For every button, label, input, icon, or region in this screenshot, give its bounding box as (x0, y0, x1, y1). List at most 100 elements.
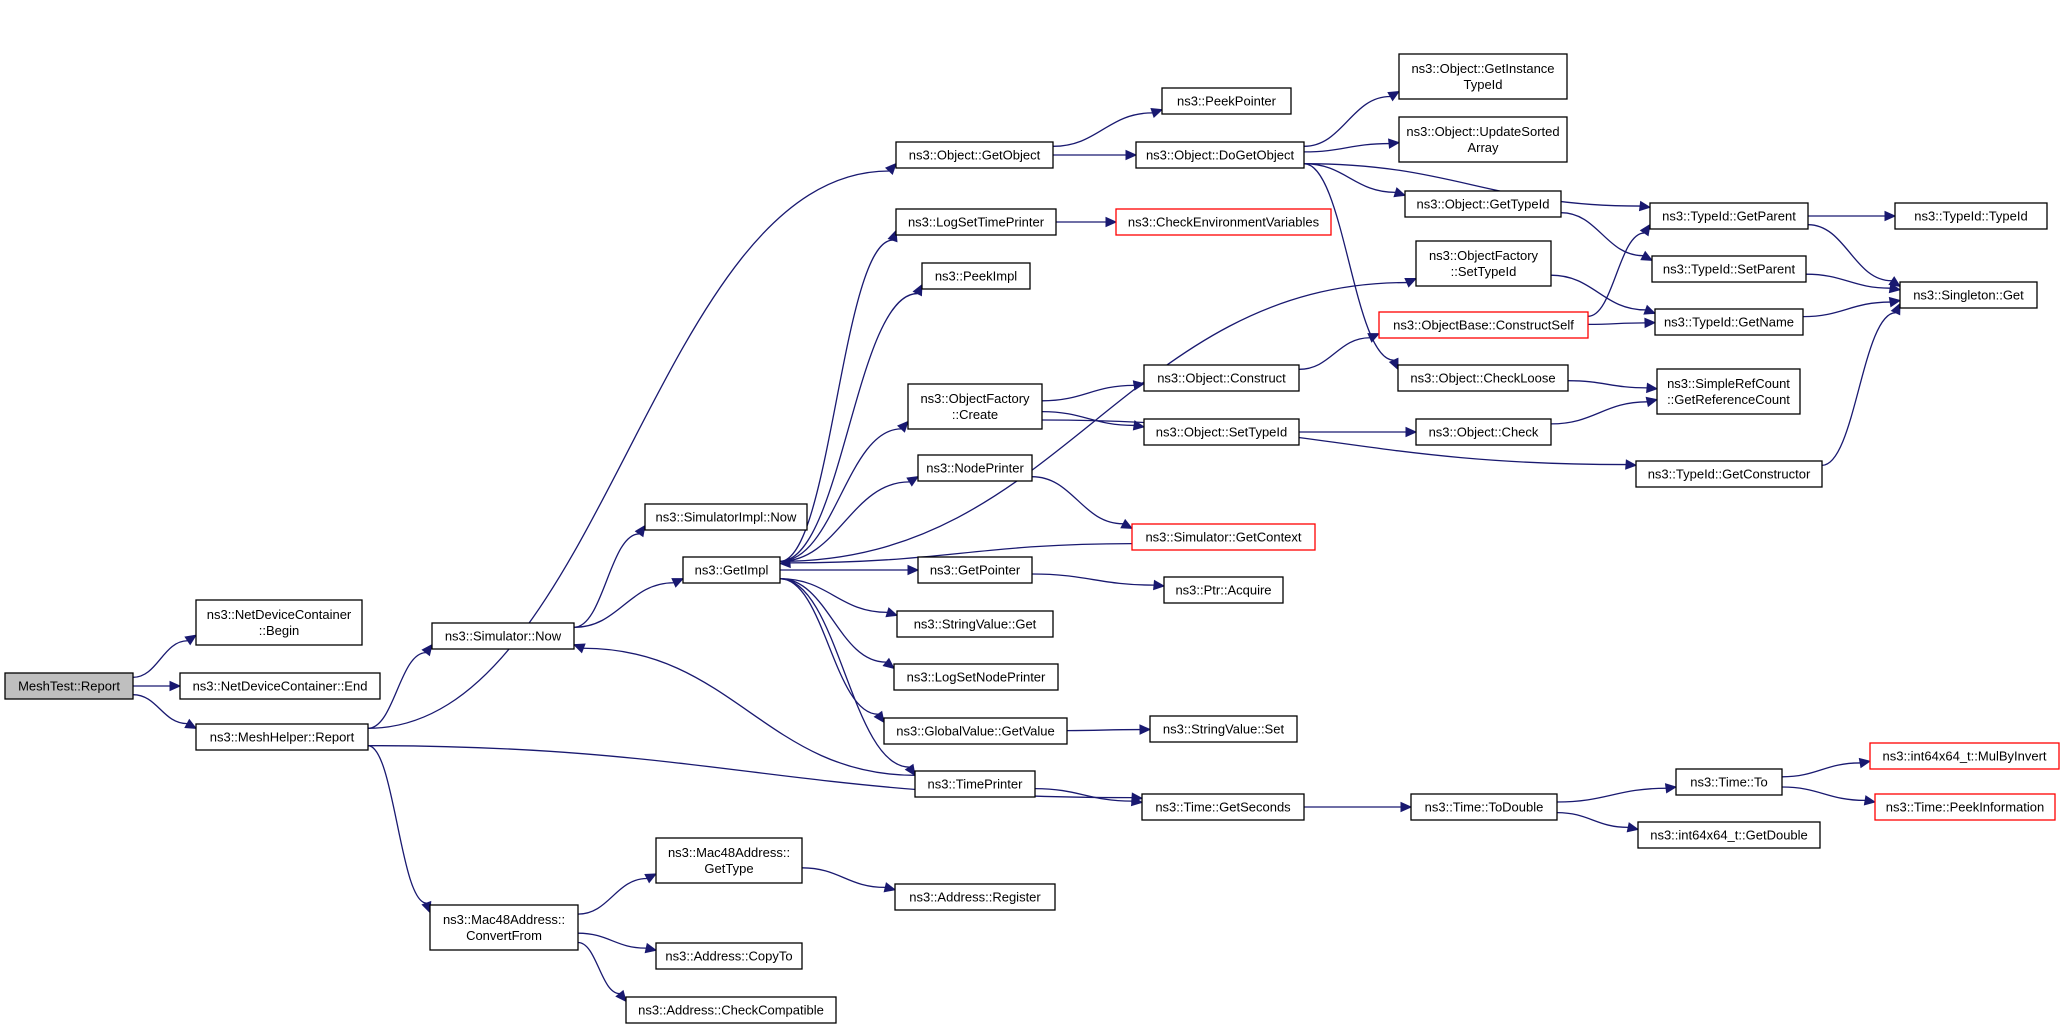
node-tid-typeid[interactable]: ns3::TypeId::TypeId (1894, 202, 2048, 230)
node-get-object[interactable]: ns3::Object::GetObject (895, 141, 1054, 169)
node-log-set-time[interactable]: ns3::LogSetTimePrinter (895, 208, 1057, 236)
edge-line (367, 745, 427, 904)
edge-line (577, 941, 620, 995)
node-label: ns3::Address::Register (909, 890, 1041, 905)
node-addr-register[interactable]: ns3::Address::Register (894, 883, 1056, 911)
node-ptr-acquire[interactable]: ns3::Ptr::Acquire (1163, 576, 1284, 604)
node-i64-mulbyinvert[interactable]: ns3::int64x64_t::MulByInvert (1869, 742, 2060, 770)
node-peek-impl[interactable]: ns3::PeekImpl (921, 262, 1031, 290)
node-mesh-report[interactable]: ns3::MeshHelper::Report (195, 723, 369, 751)
node-src-getrefcount[interactable]: ns3::SimpleRefCount::GetReferenceCount (1656, 368, 1801, 415)
node-label: ns3::GetImpl (695, 563, 769, 578)
node-mac-convert[interactable]: ns3::Mac48Address::ConvertFrom (429, 904, 579, 951)
node-time-peekinfo[interactable]: ns3::Time::PeekInformation (1874, 793, 2056, 821)
node-i64-getdouble[interactable]: ns3::int64x64_t::GetDouble (1637, 821, 1821, 849)
node-tid-setparent[interactable]: ns3::TypeId::SetParent (1651, 255, 1807, 283)
edge-arrowhead (1367, 333, 1381, 343)
node-ndc-begin[interactable]: ns3::NetDeviceContainer::Begin (195, 599, 363, 646)
edge-time-printer-to-sim-now (572, 643, 916, 776)
node-box (1415, 240, 1552, 287)
node-peek-pointer[interactable]: ns3::PeekPointer (1161, 87, 1292, 115)
node-label: ns3::SimulatorImpl::Now (656, 510, 797, 525)
node-time-getseconds[interactable]: ns3::Time::GetSeconds (1141, 793, 1305, 821)
node-mac-gettype[interactable]: ns3::Mac48Address::GetType (655, 837, 803, 884)
node-obj-gettypeid[interactable]: ns3::Object::GetTypeId (1404, 190, 1562, 218)
node-box (1135, 141, 1305, 169)
edge-arrowhead (1153, 579, 1166, 591)
node-obj-check[interactable]: ns3::Object::Check (1415, 418, 1552, 446)
node-time-printer[interactable]: ns3::TimePrinter (914, 770, 1036, 798)
edge-line (1807, 224, 1892, 282)
edge-root-to-ndc-begin (132, 634, 198, 678)
node-box (1398, 53, 1568, 100)
edge-line (1052, 112, 1153, 147)
edge-mesh-report-to-get-object (367, 162, 897, 729)
edge-mac-gettype-to-addr-register (801, 867, 897, 893)
node-root[interactable]: MeshTest::Report (4, 672, 134, 700)
node-label: TypeId (1463, 77, 1502, 92)
node-tid-getconstructor[interactable]: ns3::TypeId::GetConstructor (1635, 460, 1823, 488)
node-label: ns3::Mac48Address:: (668, 845, 790, 860)
node-box (429, 904, 579, 951)
edge-do-get-object-to-obj-gettypeid (1303, 163, 1407, 198)
node-do-get-object[interactable]: ns3::Object::DoGetObject (1135, 141, 1305, 169)
node-of-settypeid[interactable]: ns3::ObjectFactory::SetTypeId (1415, 240, 1552, 287)
edge-get-impl-to-node-printer (779, 476, 920, 562)
node-singleton-get[interactable]: ns3::Singleton::Get (1899, 281, 2038, 309)
node-addr-checkcompat[interactable]: ns3::Address::CheckCompatible (625, 996, 837, 1024)
node-time-to[interactable]: ns3::Time::To (1675, 768, 1783, 796)
node-node-printer[interactable]: ns3::NodePrinter (917, 454, 1033, 482)
node-log-set-node[interactable]: ns3::LogSetNodePrinter (893, 663, 1059, 691)
node-box (1654, 308, 1804, 336)
node-simimpl-now[interactable]: ns3::SimulatorImpl::Now (644, 503, 808, 531)
node-box (1675, 768, 1783, 796)
node-obj-construct[interactable]: ns3::Object::Construct (1143, 364, 1300, 392)
edge-arrowhead (644, 942, 658, 954)
node-time-todouble[interactable]: ns3::Time::ToDouble (1410, 793, 1558, 821)
node-of-create[interactable]: ns3::ObjectFactory::Create (907, 383, 1043, 430)
node-tid-getparent[interactable]: ns3::TypeId::GetParent (1649, 202, 1809, 230)
node-box (914, 770, 1036, 798)
edge-line (1802, 301, 1891, 318)
node-sim-getcontext[interactable]: ns3::Simulator::GetContext (1131, 523, 1316, 551)
node-tid-getname[interactable]: ns3::TypeId::GetName (1654, 308, 1804, 336)
edge-arrowhead (169, 680, 182, 692)
edge-line (1303, 163, 1641, 207)
node-label: ns3::TypeId::TypeId (1914, 209, 2027, 224)
node-addr-copyto[interactable]: ns3::Address::CopyTo (655, 942, 803, 970)
edge-obj-construct-to-ob-constructself (1298, 333, 1381, 370)
node-box (895, 208, 1057, 236)
node-ndc-end[interactable]: ns3::NetDeviceContainer::End (179, 672, 381, 700)
node-get-impl[interactable]: ns3::GetImpl (682, 556, 781, 584)
edge-get-pointer-to-ptr-acquire (1031, 573, 1166, 591)
node-sv-set[interactable]: ns3::StringValue::Set (1149, 715, 1298, 743)
edge-line (1031, 476, 1124, 525)
node-gv-getvalue[interactable]: ns3::GlobalValue::GetValue (883, 717, 1068, 745)
edge-get-impl-to-get-pointer (780, 564, 920, 576)
edge-arrowhead (897, 420, 909, 433)
node-sim-now[interactable]: ns3::Simulator::Now (431, 622, 575, 650)
edge-arrowhead (184, 634, 198, 646)
node-box (4, 672, 134, 700)
node-label: ns3::NetDeviceContainer::End (193, 679, 368, 694)
node-get-pointer[interactable]: ns3::GetPointer (917, 556, 1033, 584)
edge-arrowhead (884, 162, 897, 175)
node-obj-settypeid[interactable]: ns3::Object::SetTypeId (1143, 418, 1300, 446)
node-obj-checkloose[interactable]: ns3::Object::CheckLoose (1397, 364, 1569, 392)
edge-arrowhead (1139, 724, 1152, 735)
edge-line (779, 578, 887, 663)
edge-tid-getname-to-singleton-get (1802, 296, 1902, 318)
edge-line (1556, 787, 1667, 803)
edge-obj-check-to-src-getrefcount (1550, 396, 1659, 425)
node-ob-constructself[interactable]: ns3::ObjectBase::ConstructSelf (1378, 311, 1589, 339)
node-check-env[interactable]: ns3::CheckEnvironmentVariables (1115, 208, 1332, 236)
node-box (1397, 364, 1569, 392)
edge-line (1303, 95, 1391, 147)
node-box (1141, 793, 1305, 821)
node-sv-get[interactable]: ns3::StringValue::Get (896, 610, 1054, 638)
edge-time-todouble-to-i64-getdouble (1556, 811, 1640, 833)
edge-arrowhead (1645, 396, 1659, 408)
